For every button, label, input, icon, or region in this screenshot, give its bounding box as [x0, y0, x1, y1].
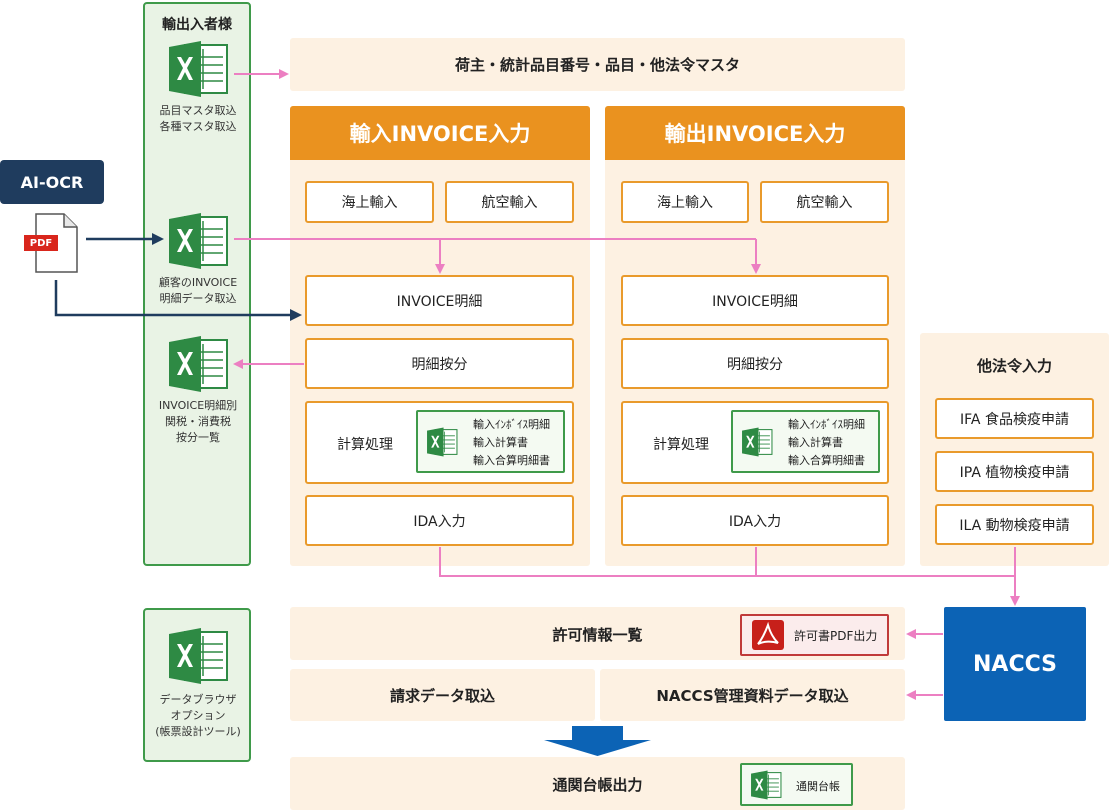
acrobat-icon [752, 620, 784, 650]
naccs-data-import[interactable]: NACCS管理資料データ取込 [600, 669, 905, 721]
import-allocation[interactable]: 明細按分 [305, 338, 574, 389]
import-calc-docs[interactable]: 輸入ｲﾝﾎﾞｲｽ明細 輸入計算書 輸入合算明細書 [416, 410, 565, 473]
export-invoice-header: 輸出INVOICE入力 [605, 106, 905, 160]
billing-data-import[interactable]: 請求データ取込 [290, 669, 595, 721]
export-ida-input[interactable]: IDA入力 [621, 495, 889, 546]
data-browser-excel-icon[interactable] [167, 626, 229, 686]
naccs-box: NACCS [944, 607, 1086, 721]
pdf-tag: PDF [24, 235, 58, 251]
export-calc-docs[interactable]: 輸入ｲﾝﾎﾞｲｽ明細 輸入計算書 輸入合算明細書 [731, 410, 880, 473]
permit-pdf-button[interactable]: 許可書PDF出力 [740, 614, 889, 656]
master-import-label: 品目マスタ取込 各種マスタ取込 [159, 104, 237, 133]
permit-info-label: 許可情報一覧 [552, 626, 643, 644]
import-ida-input[interactable]: IDA入力 [305, 495, 574, 546]
invoice-import-label: 顧客のINVOICE 明細データ取込 [158, 276, 238, 305]
export-calc-excel-icon [741, 426, 773, 458]
other-laws-title: 他法令入力 [976, 356, 1052, 375]
import-invoice-detail[interactable]: INVOICE明細 [305, 275, 574, 326]
down-arrow-icon [544, 726, 651, 756]
master-bar: 荷主・統計品目番号・品目・他法令マスタ [290, 38, 905, 91]
export-calc-label: 計算処理 [653, 437, 709, 453]
pdf-document-icon: PDF [24, 213, 78, 273]
ledger-excel-icon [750, 769, 782, 801]
allocation-list-excel-icon[interactable] [167, 334, 229, 394]
invoice-import-excel-icon[interactable] [167, 211, 229, 271]
import-calc-excel-icon [426, 426, 458, 458]
export-air-button[interactable]: 航空輸入 [760, 181, 889, 223]
permit-pdf-label: 許可書PDF出力 [794, 629, 878, 643]
data-browser-label: データブラウザ オプション (帳票設計ツール) [155, 693, 241, 738]
import-calc-label: 計算処理 [337, 437, 393, 453]
ila-animal-quarantine[interactable]: ILA 動物検疫申請 [935, 504, 1094, 545]
ledger-output-label: 通関台帳出力 [552, 776, 643, 794]
export-invoice-detail[interactable]: INVOICE明細 [621, 275, 889, 326]
import-air-button[interactable]: 航空輸入 [445, 181, 574, 223]
import-sea-button[interactable]: 海上輸入 [305, 181, 434, 223]
allocation-list-label: INVOICE明細別 関税・消費税 按分一覧 [158, 399, 238, 444]
ai-ocr-box: AI-OCR [0, 160, 104, 204]
export-sea-button[interactable]: 海上輸入 [621, 181, 749, 223]
import-invoice-header: 輸入INVOICE入力 [290, 106, 590, 160]
master-import-excel-icon[interactable] [167, 39, 229, 99]
export-allocation[interactable]: 明細按分 [621, 338, 889, 389]
ipa-plant-quarantine[interactable]: IPA 植物検疫申請 [935, 451, 1094, 492]
ifa-food-quarantine[interactable]: IFA 食品検疫申請 [935, 398, 1094, 439]
ledger-doc-button[interactable]: 通関台帳 [740, 763, 853, 806]
customer-panel-title: 輸出入者様 [162, 17, 232, 33]
